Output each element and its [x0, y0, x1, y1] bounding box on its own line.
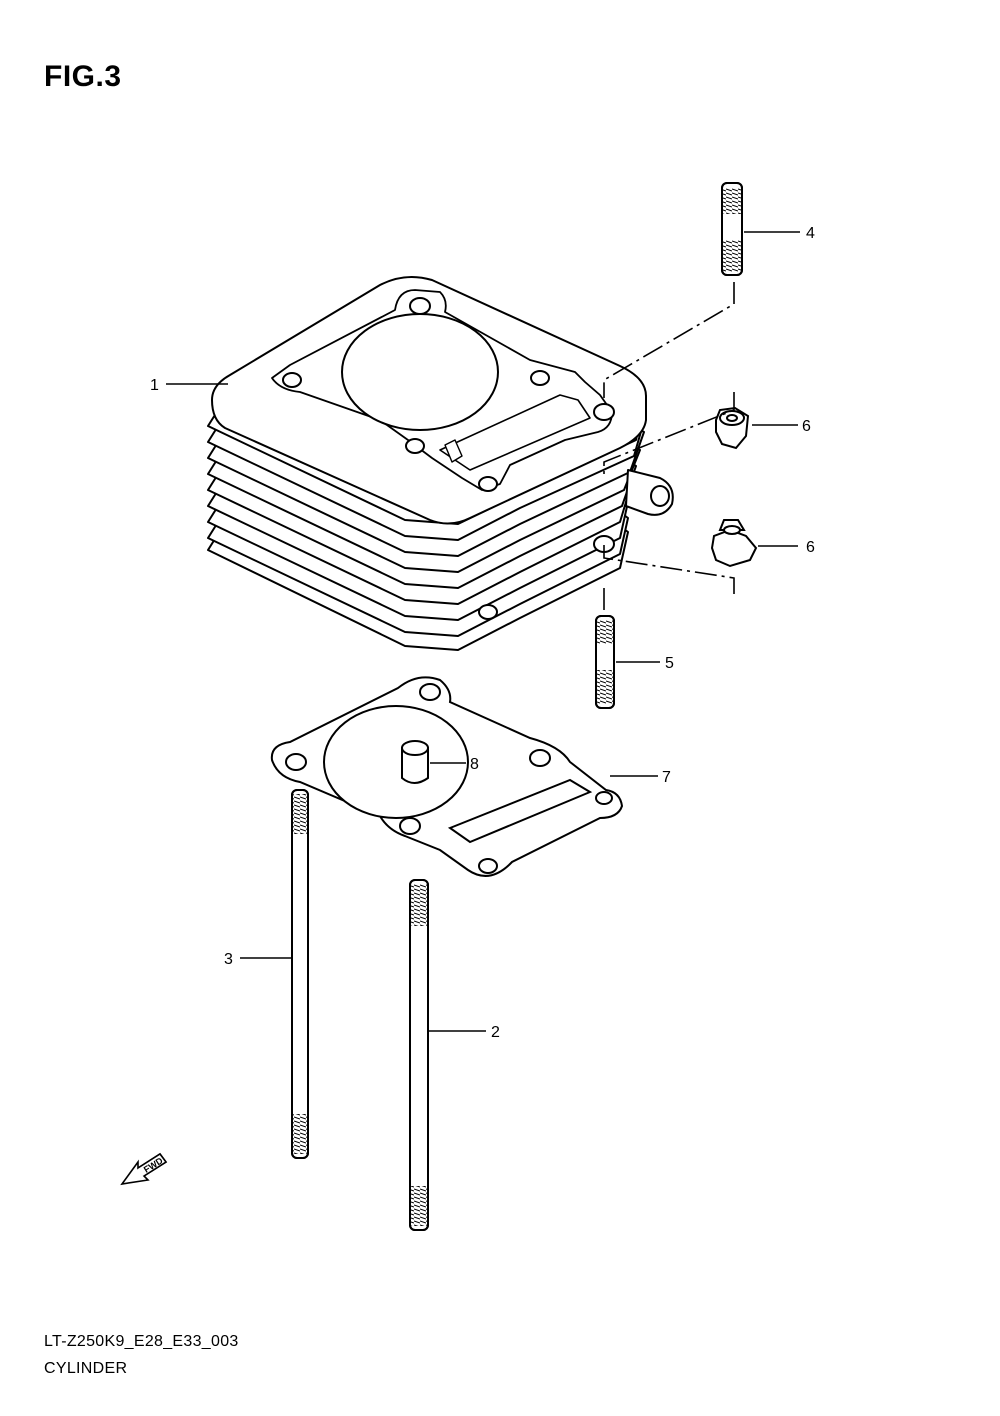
model-code: LT-Z250K9_E28_E33_003 — [44, 1333, 239, 1350]
cylinder-gasket[interactable] — [270, 676, 624, 877]
callout-2: 2 — [491, 1024, 500, 1041]
forward-arrow-icon — [120, 1152, 168, 1186]
callout-7: 7 — [662, 769, 671, 786]
leader-lines — [166, 231, 800, 1032]
assembly-lines — [603, 282, 735, 614]
stud-bolt-upper[interactable] — [721, 182, 743, 276]
callout-4: 4 — [806, 225, 815, 242]
callout-6-lower: 6 — [806, 539, 815, 556]
section-name: CYLINDER — [44, 1360, 128, 1377]
callout-3: 3 — [224, 951, 233, 968]
callout-8: 8 — [470, 756, 479, 773]
dowel-pin[interactable] — [401, 740, 429, 784]
callout-6-upper: 6 — [802, 418, 811, 435]
cylinder-part[interactable] — [207, 275, 674, 651]
long-stud-bolt-3[interactable] — [291, 789, 309, 1159]
callout-5: 5 — [665, 655, 674, 672]
figure-title: FIG.3 — [44, 60, 122, 93]
nut-lower[interactable] — [710, 519, 758, 568]
long-stud-bolt-2[interactable] — [409, 879, 429, 1231]
nut-upper[interactable] — [715, 406, 750, 450]
callout-1: 1 — [150, 377, 159, 394]
stud-bolt-lower[interactable] — [595, 615, 615, 709]
